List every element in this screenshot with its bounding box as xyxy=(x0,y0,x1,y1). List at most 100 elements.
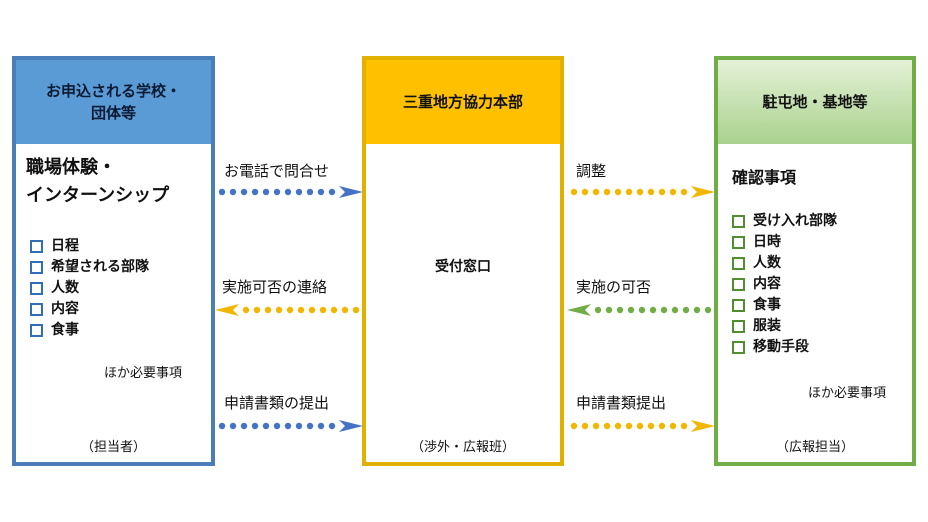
list-item-label: 移動手段 xyxy=(753,339,809,355)
applicant-title-line1: 職場体験・ xyxy=(26,157,116,178)
arrow-dot xyxy=(636,188,644,196)
arrow-dot xyxy=(229,422,237,430)
list-item-label: 日程 xyxy=(51,238,79,254)
list-item: 人数 xyxy=(30,278,149,299)
arrow-dot xyxy=(603,422,611,430)
checkbox-icon xyxy=(732,257,745,270)
list-item: 内容 xyxy=(30,299,149,320)
arrow-dot xyxy=(682,306,690,314)
arrow-dot xyxy=(625,188,633,196)
checkbox-icon xyxy=(732,236,745,249)
label-submit-documents-right: 申請書類提出 xyxy=(576,394,667,412)
base-checklist: 受け入れ部隊 日時 人数 内容 食事 服装 移動手段 xyxy=(732,211,837,358)
list-item-label: 日時 xyxy=(753,234,781,250)
arrow-dot xyxy=(638,306,646,314)
arrow-dot xyxy=(352,306,360,314)
arrow-dot xyxy=(693,306,701,314)
base-title: 確認事項 xyxy=(732,168,797,187)
label-feasibility: 実施の可否 xyxy=(576,278,652,296)
list-item-label: 食事 xyxy=(51,322,79,338)
applicant-checklist: 日程 希望される部隊 人数 内容 食事 xyxy=(30,236,149,341)
base-header: 駐屯地・基地等 xyxy=(718,60,912,144)
hq-header: 三重地方協力本部 xyxy=(366,60,560,144)
arrow-dot xyxy=(658,422,666,430)
arrow-dot xyxy=(284,422,292,430)
hq-footer: （渉外・広報班） xyxy=(410,440,515,455)
base-box: 駐屯地・基地等 確認事項 受け入れ部隊 日時 人数 内容 食事 服装 移動手段 … xyxy=(714,56,916,466)
arrow-dot xyxy=(647,188,655,196)
arrow-dot xyxy=(658,188,666,196)
list-item-label: 受け入れ部隊 xyxy=(753,213,837,229)
checkbox-icon xyxy=(30,324,43,337)
arrow-dot xyxy=(704,306,712,314)
arrow-dot xyxy=(317,422,325,430)
list-item: 移動手段 xyxy=(732,337,837,358)
label-submit-documents: 申請書類の提出 xyxy=(224,394,330,412)
list-item-label: 内容 xyxy=(753,276,781,292)
arrow-dot xyxy=(308,306,316,314)
list-item-label: 人数 xyxy=(51,280,79,296)
arrow-dot xyxy=(328,422,336,430)
arrow-dot xyxy=(647,422,655,430)
arrow-dot xyxy=(592,422,600,430)
arrow-dot xyxy=(229,188,237,196)
arrow-head-icon xyxy=(339,420,363,432)
arrow-dot xyxy=(570,188,578,196)
list-item-label: 内容 xyxy=(51,301,79,317)
applicant-title: 職場体験・ インターンシップ xyxy=(26,154,169,210)
checkbox-icon xyxy=(30,303,43,316)
arrow-dot xyxy=(273,188,281,196)
arrow-dot xyxy=(264,306,272,314)
arrow-dot xyxy=(581,188,589,196)
list-item: 受け入れ部隊 xyxy=(732,211,837,232)
arrow-dot xyxy=(295,188,303,196)
applicant-title-line2: インターンシップ xyxy=(26,185,170,206)
arrow-dot xyxy=(671,306,679,314)
arrow-dot xyxy=(627,306,635,314)
arrow-dot xyxy=(636,422,644,430)
list-item: 日程 xyxy=(30,236,149,257)
checkbox-icon xyxy=(30,240,43,253)
arrow-dot xyxy=(592,188,600,196)
list-item: 日時 xyxy=(732,232,837,253)
arrow-dot xyxy=(649,306,657,314)
arrow-applicant-to-hq-documents xyxy=(218,420,363,432)
arrow-head-icon xyxy=(691,420,715,432)
arrow-dot xyxy=(317,188,325,196)
list-item: 人数 xyxy=(732,253,837,274)
arrow-dot xyxy=(330,306,338,314)
base-footer: （広報担当） xyxy=(775,440,854,455)
reception-label: 受付窓口 xyxy=(435,259,491,275)
checkbox-icon xyxy=(732,320,745,333)
arrow-dot xyxy=(680,188,688,196)
arrow-dot xyxy=(614,422,622,430)
arrow-dot xyxy=(253,306,261,314)
arrow-dot xyxy=(570,422,578,430)
arrow-dot xyxy=(297,306,305,314)
arrow-dot xyxy=(306,188,314,196)
list-item-label: 服装 xyxy=(753,318,781,334)
arrow-hq-to-base-documents xyxy=(570,420,715,432)
applicant-header-line2: 団体等 xyxy=(90,104,136,122)
list-item-label: 食事 xyxy=(753,297,781,313)
arrow-head-icon xyxy=(691,186,715,198)
applicant-footer: （担当者） xyxy=(80,440,146,455)
arrow-dot xyxy=(240,422,248,430)
arrow-dot xyxy=(319,306,327,314)
arrow-dot xyxy=(616,306,624,314)
arrow-dot xyxy=(594,306,602,314)
label-phone-inquiry: お電話で問合せ xyxy=(224,162,330,180)
arrow-base-to-hq-feasibility xyxy=(567,304,712,316)
arrow-dot xyxy=(273,422,281,430)
arrow-dot xyxy=(625,422,633,430)
arrow-hq-to-applicant-result xyxy=(215,304,360,316)
arrow-dot xyxy=(262,422,270,430)
checkbox-icon xyxy=(732,341,745,354)
label-result-contact: 実施可否の連絡 xyxy=(222,278,328,296)
arrow-dot xyxy=(218,188,226,196)
arrow-head-icon xyxy=(339,186,363,198)
applicant-box: お申込される学校・ 団体等 職場体験・ インターンシップ 日程 希望される部隊 … xyxy=(12,56,215,466)
arrow-dot xyxy=(251,188,259,196)
arrow-dot xyxy=(341,306,349,314)
arrow-dot xyxy=(614,188,622,196)
